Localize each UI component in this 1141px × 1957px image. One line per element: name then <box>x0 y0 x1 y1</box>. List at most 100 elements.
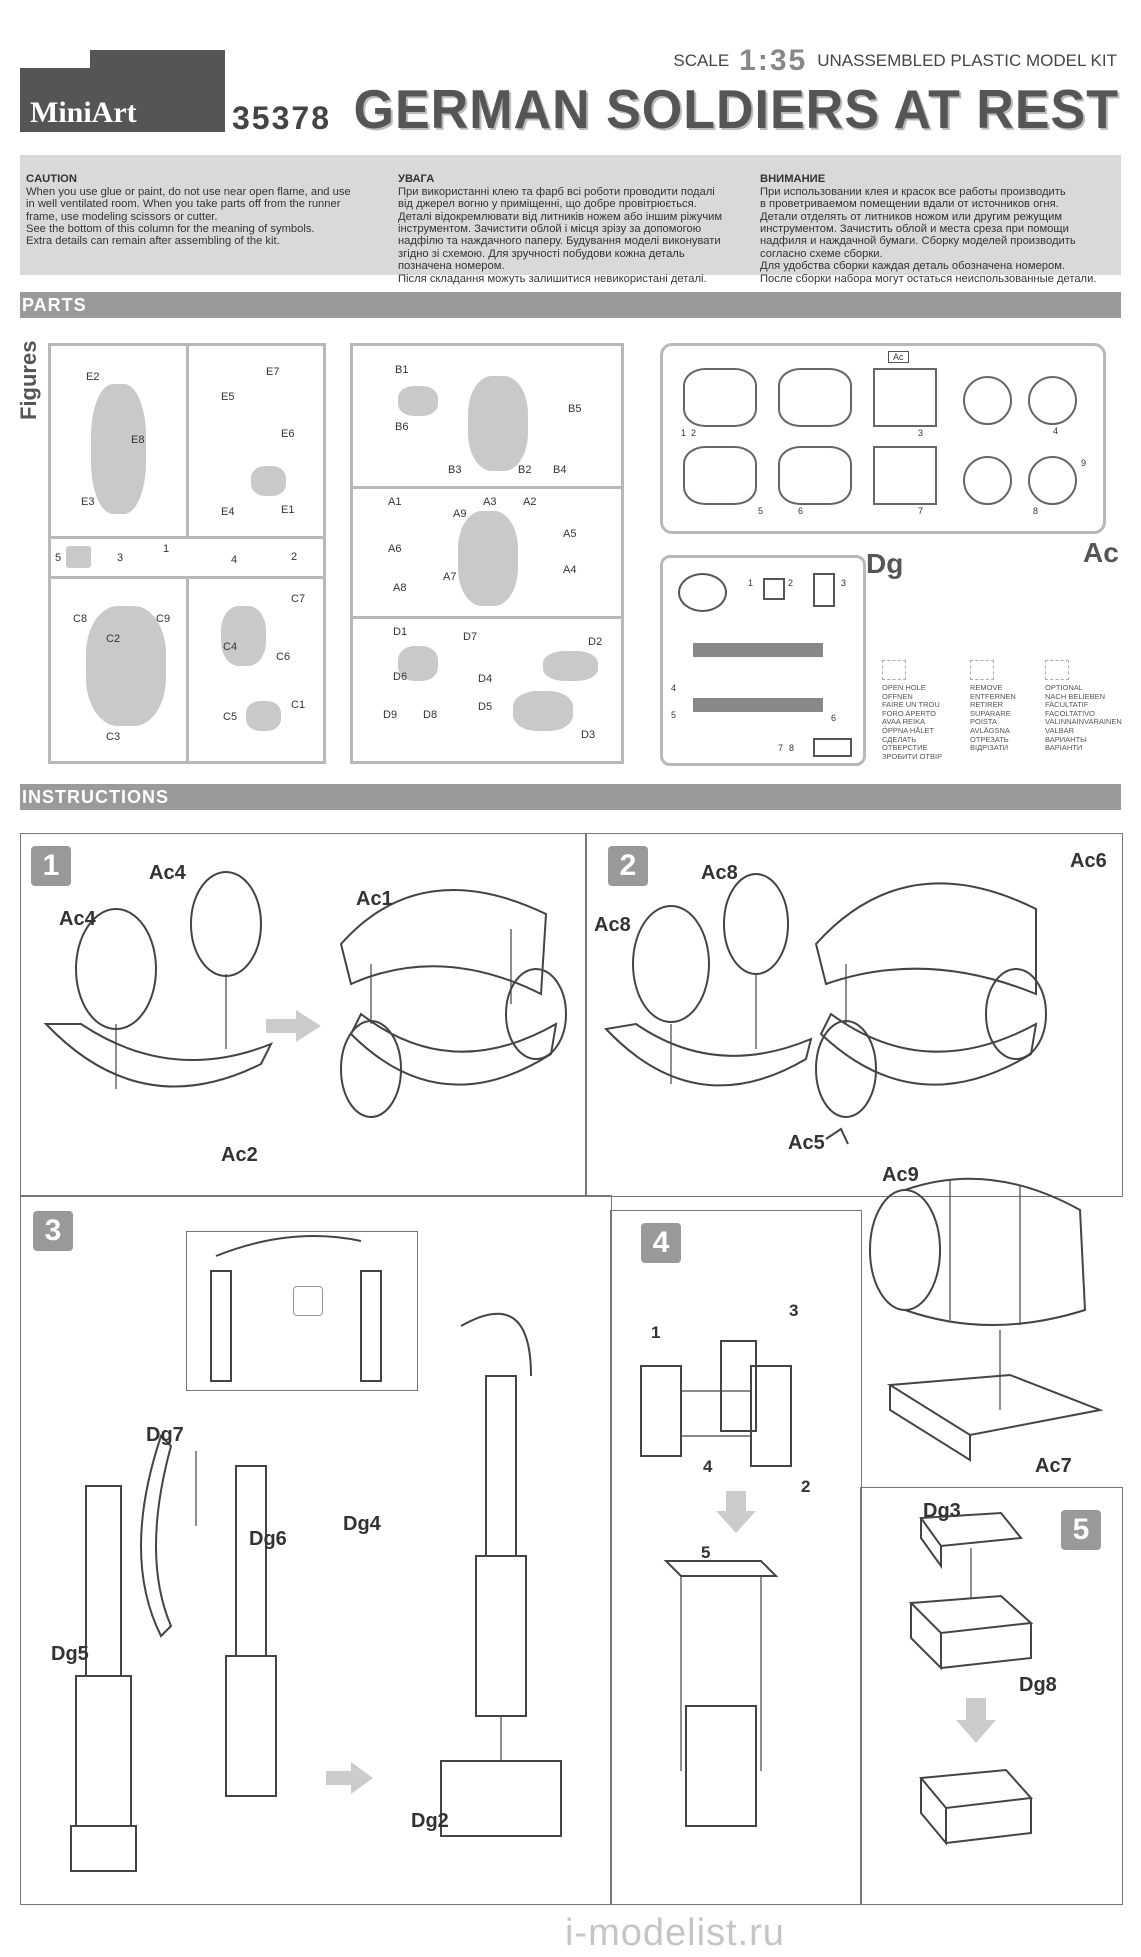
figure-part <box>246 701 281 731</box>
dg-number: 3 <box>841 578 847 588</box>
step-2-callout: Ac8 <box>594 914 631 936</box>
part-label: B4 <box>553 464 567 476</box>
dg-sprue: 1 2 3 4 5 6 7 8 <box>660 555 866 766</box>
dg-number: 6 <box>831 713 837 723</box>
dg-part <box>678 573 727 612</box>
ac-number: 7 <box>918 506 924 516</box>
figure-part <box>66 546 91 568</box>
part-label: E4 <box>221 506 235 518</box>
step-2-panel: 2 Ac8 Ac8 Ac6 Ac5 Ac9 <box>585 833 1123 1197</box>
step-2-callout: Ac6 <box>1070 850 1107 872</box>
ac-number: 4 <box>1053 426 1059 436</box>
step-3-callout: Dg4 <box>343 1513 381 1535</box>
part-label: B3 <box>448 464 462 476</box>
step-3-callout: Dg7 <box>146 1424 184 1446</box>
barrel-lid-part <box>963 456 1012 505</box>
step-3-detail-inset <box>186 1231 418 1391</box>
kit-type: UNASSEMBLED PLASTIC MODEL KIT <box>817 51 1117 70</box>
ac-sprue-tag: Ac <box>888 351 909 363</box>
dg-number: 5 <box>671 710 677 720</box>
legend-optional: OPTIONAL NACH BELIEBEN FACULTATIF FACOLT… <box>1045 683 1122 753</box>
ac-number: 5 <box>758 506 764 516</box>
optional-icon <box>1045 660 1069 680</box>
part-label: C8 <box>73 613 88 625</box>
dg-sprue-label: Dg <box>866 548 904 579</box>
caution-english-text: When you use glue or paint, do not use n… <box>26 185 351 248</box>
figures-sprue-mid: B1 B5 B6 B3 B2 B4 A1 A9 A3 A2 A6 A5 A8 A… <box>350 343 624 764</box>
part-label: B2 <box>518 464 532 476</box>
dg-part <box>813 573 835 607</box>
figure-part <box>458 511 518 606</box>
part-label: D8 <box>423 709 438 721</box>
barrel-half-part <box>778 446 852 505</box>
step-1-drawing <box>43 871 567 1118</box>
step-5-panel: 5 Dg3 Dg8 <box>860 1487 1123 1905</box>
figure-part <box>513 691 573 731</box>
barrel-half-part <box>778 368 852 427</box>
part-label: A5 <box>563 528 577 540</box>
part-label: 1 <box>163 543 170 555</box>
frame-part <box>873 446 937 505</box>
sprue-bar <box>51 576 323 579</box>
scale-value: 1:35 <box>739 44 808 77</box>
step-2-callout: Ac8 <box>701 862 738 884</box>
figure-part <box>398 386 438 416</box>
part-label: D9 <box>383 709 398 721</box>
part-label: E8 <box>131 434 145 446</box>
barrel-lid-part <box>1028 376 1077 425</box>
part-label: C9 <box>156 613 171 625</box>
barrel-lid-part <box>1028 456 1077 505</box>
step-4-callout: 4 <box>703 1457 713 1476</box>
part-label: E5 <box>221 391 235 403</box>
barrel-half-part <box>683 446 757 505</box>
sprue-bar <box>186 346 189 536</box>
part-label: A2 <box>523 496 537 508</box>
part-label: 2 <box>291 551 298 563</box>
dg-part <box>693 643 823 657</box>
step-2-callout: Ac5 <box>788 1132 825 1154</box>
part-label: B6 <box>395 421 409 433</box>
part-label: D4 <box>478 673 493 685</box>
part-label: D1 <box>393 626 408 638</box>
step-4-barrel-drawing <box>869 1177 1104 1462</box>
sprue-bar <box>186 579 189 761</box>
step-5-callout: Dg3 <box>923 1500 961 1522</box>
step-2-callout: Ac9 <box>882 1164 919 1186</box>
ac-number: 9 <box>1081 458 1087 468</box>
part-label: B5 <box>568 403 582 415</box>
step-3-callout: Dg5 <box>51 1643 89 1665</box>
part-label: C7 <box>291 593 306 605</box>
part-label: E3 <box>81 496 95 508</box>
barrel-half-part <box>683 368 757 427</box>
step-1-callout: Ac1 <box>356 888 393 910</box>
figure-part <box>86 606 166 726</box>
figure-part <box>543 651 598 681</box>
sprue-bar <box>353 486 621 489</box>
instructions-section-bar: INSTRUCTIONS <box>20 784 1121 810</box>
ac-number: 8 <box>1033 506 1039 516</box>
part-label: C2 <box>106 633 121 645</box>
parts-section-label: PARTS <box>22 295 87 315</box>
part-label: C4 <box>223 641 238 653</box>
part-label: A4 <box>563 564 577 576</box>
ac-sprue: Ac 1 2 3 4 5 6 7 8 9 <box>660 343 1106 534</box>
ac-number: 1 <box>681 428 687 438</box>
frame-part <box>873 368 937 427</box>
step-3-badge: 3 <box>33 1211 73 1251</box>
step-4-panel: 4 3 1 4 2 5 <box>610 1210 862 1905</box>
step-1-panel: 1 Ac4 Ac4 Ac1 Ac2 <box>20 833 587 1197</box>
part-label: A9 <box>453 508 467 520</box>
dg-number: 4 <box>671 683 677 693</box>
scale-line: SCALE 1:35 UNASSEMBLED PLASTIC MODEL KIT <box>673 44 1117 78</box>
step-2-badge: 2 <box>608 846 648 886</box>
dg-part <box>813 738 852 757</box>
barrel-lid-part <box>963 376 1012 425</box>
caution-russian-title: ВНИМАНИЕ <box>760 173 826 186</box>
legend-open-hole: OPEN HOLE OFFNEN FAIRE UN TROU FORO APER… <box>882 683 943 761</box>
step-1-callout: Ac4 <box>149 862 186 884</box>
step-3-callout: Dg6 <box>249 1528 287 1550</box>
step-1-callout: Ac2 <box>221 1144 258 1166</box>
